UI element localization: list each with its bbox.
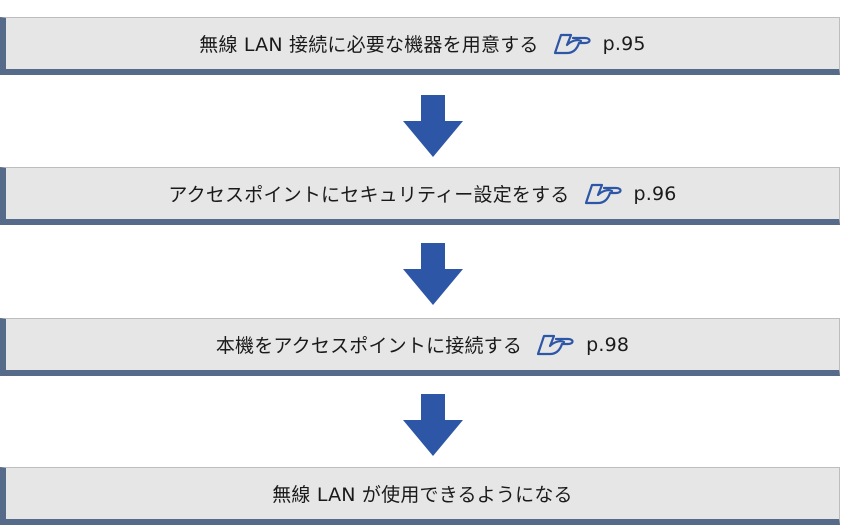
pointing-hand-icon [536, 334, 574, 355]
step-box-3: 本機をアクセスポイントに接続する p.98 [0, 318, 840, 376]
page-reference-2-label: p.96 [633, 182, 677, 205]
down-arrow-icon [403, 95, 463, 157]
step-box-2: アクセスポイントにセキュリティー設定をする p.96 [0, 167, 840, 225]
page-reference-3[interactable]: p.98 [534, 332, 629, 358]
page-reference-2[interactable]: p.96 [582, 181, 677, 207]
step-3-text: 本機をアクセスポイントに接続する [215, 335, 523, 357]
step-box-4: 無線 LAN が使用できるようになる [0, 467, 840, 525]
page-reference-3-label: p.98 [586, 333, 630, 356]
down-arrow-icon [403, 394, 463, 456]
step-2-text: アクセスポイントにセキュリティー設定をする [168, 184, 570, 206]
down-arrow-icon [403, 243, 463, 305]
pointing-hand-icon [584, 183, 622, 204]
step-1-text: 無線 LAN 接続に必要な機器を用意する [199, 34, 539, 56]
pointing-hand-icon [553, 33, 591, 54]
step-box-1: 無線 LAN 接続に必要な機器を用意する p.95 [0, 17, 840, 75]
page-reference-1[interactable]: p.95 [551, 31, 646, 57]
page-reference-1-label: p.95 [602, 32, 646, 55]
step-4-text: 無線 LAN が使用できるようになる [272, 484, 573, 506]
